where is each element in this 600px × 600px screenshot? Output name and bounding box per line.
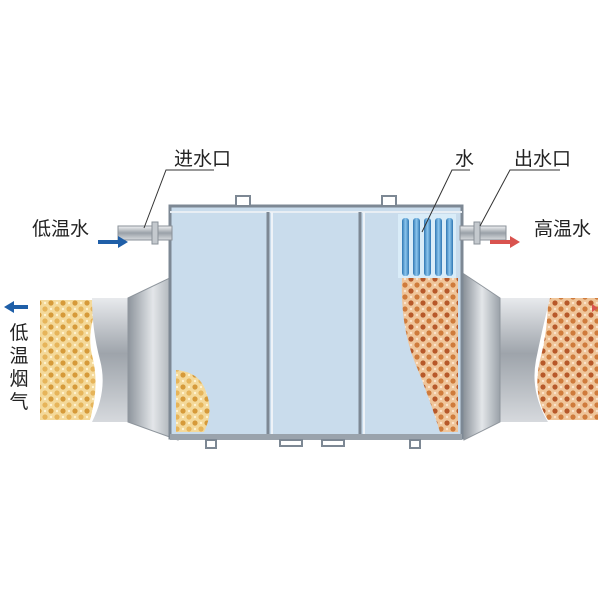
flue-gas-in-arrow-icon — [592, 304, 598, 312]
low-temp-water-label: 低温水 — [32, 218, 90, 240]
vessel-right-cutaway-particles — [401, 278, 458, 432]
inlet-arrow-icon — [98, 236, 128, 248]
water-label: 水 — [455, 148, 475, 170]
inlet-label: 进水口 — [174, 148, 232, 170]
vessel-left-cutaway-particles — [176, 370, 210, 432]
high-temp-water-label: 高温水 — [534, 218, 592, 240]
left-flue-gas-particles — [40, 300, 100, 420]
low-temp-flue-gas-label: 低温烟气 — [9, 322, 29, 413]
top-fitting-right — [381, 195, 397, 207]
water-tube-bundle — [398, 214, 456, 278]
top-fitting-left — [235, 195, 251, 207]
vessel-feet — [205, 439, 421, 449]
outlet-leader-line — [479, 169, 560, 227]
water-leader-line — [421, 169, 470, 233]
right-duct — [463, 273, 550, 441]
right-flue-gas-particles — [537, 298, 598, 420]
inlet-pipe — [117, 221, 173, 245]
outlet-pipe — [459, 221, 507, 245]
outlet-arrow-icon — [490, 236, 520, 248]
outlet-label: 出水口 — [514, 148, 572, 170]
flue-gas-out-arrow-icon — [4, 301, 28, 313]
inlet-leader-line — [143, 169, 214, 229]
left-duct — [92, 273, 179, 441]
